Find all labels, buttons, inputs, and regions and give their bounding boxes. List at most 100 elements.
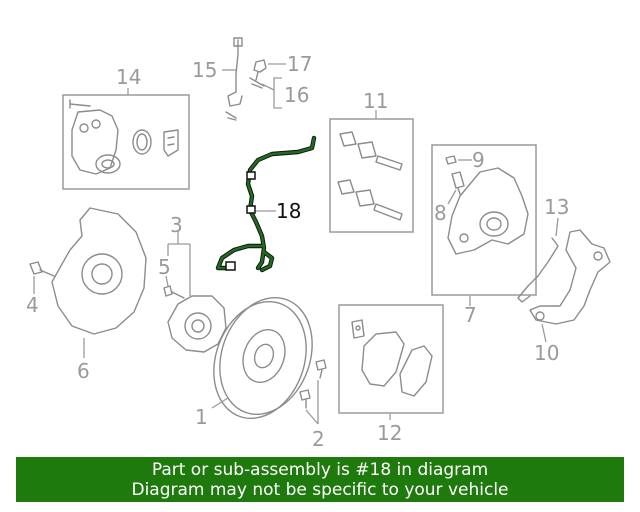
part-11-boot-b xyxy=(337,179,355,195)
callout-16[interactable]: 16 xyxy=(284,83,309,107)
part-15-hose-group[interactable] xyxy=(225,37,243,121)
callout-13[interactable]: 13 xyxy=(544,195,569,219)
leader-13 xyxy=(555,217,559,237)
callout-7[interactable]: 7 xyxy=(464,303,477,327)
part-12-pad-a xyxy=(361,331,405,387)
callout-6[interactable]: 6 xyxy=(77,359,90,383)
part-10-bracket[interactable] xyxy=(529,229,611,325)
banner-line-1: Part or sub-assembly is #18 in diagram xyxy=(151,460,489,480)
callouts: 14 15 17 16 11 18 9 8 13 3 5 4 6 7 10 1 … xyxy=(26,52,569,451)
part-4-bolt[interactable] xyxy=(29,261,55,277)
part-18-connector xyxy=(225,261,236,271)
part-14-seal-ring xyxy=(132,129,152,155)
leader-10 xyxy=(541,323,547,343)
part-1-rotor-bore xyxy=(253,343,275,369)
leader-1 xyxy=(211,397,229,409)
part-3-hub-inner xyxy=(191,319,205,333)
part-11-boot-a xyxy=(339,131,357,147)
part-9-dust-cap[interactable] xyxy=(445,155,457,165)
part-11-box xyxy=(329,118,414,233)
leader-16 xyxy=(261,77,282,109)
part-14-bolt-hole-a xyxy=(79,123,89,133)
part-4-bolt-body xyxy=(29,261,55,277)
callout-5[interactable]: 5 xyxy=(158,255,171,279)
part-7-mount-hole xyxy=(459,233,469,243)
part-7-bore xyxy=(479,211,509,237)
part-2-screw-a xyxy=(315,359,327,379)
leader-lines xyxy=(33,63,559,425)
callout-8[interactable]: 8 xyxy=(434,201,447,225)
part-13-spring-wire xyxy=(517,237,559,303)
part-7-box xyxy=(431,144,537,296)
callout-10[interactable]: 10 xyxy=(534,341,559,365)
part-14-piston xyxy=(95,154,121,174)
callout-18[interactable]: 18 xyxy=(276,199,301,223)
callout-17[interactable]: 17 xyxy=(287,52,312,76)
callout-9[interactable]: 9 xyxy=(472,148,485,172)
part-11-pin-a xyxy=(375,155,403,171)
part-9-cap-body xyxy=(445,155,457,165)
part-8-bleeder-body xyxy=(451,171,465,195)
callout-14[interactable]: 14 xyxy=(116,65,141,89)
part-18-speed-sensor[interactable] xyxy=(215,135,317,273)
part-16-bolt-body xyxy=(249,77,265,89)
part-6-shield-center xyxy=(81,253,123,295)
part-15-fitting xyxy=(233,37,243,47)
parts-diagram: 14 15 17 16 11 18 9 8 13 3 5 4 6 7 10 1 … xyxy=(26,37,611,451)
leader-3 xyxy=(167,230,191,296)
part-12-shim-hole xyxy=(355,325,361,331)
banner-line-2: Diagram may not be specific to your vehi… xyxy=(131,480,509,500)
part-7-bore-inner xyxy=(486,217,502,231)
callout-4[interactable]: 4 xyxy=(26,293,39,317)
part-11-sleeve-a xyxy=(357,141,377,159)
part-14-piston-inner xyxy=(101,159,115,169)
part-14-caliper-group[interactable] xyxy=(62,94,190,190)
part-14-clip xyxy=(163,129,179,157)
part-11-pin-b xyxy=(373,203,403,221)
leader-2 xyxy=(305,380,319,425)
part-10-hole-b xyxy=(535,311,545,321)
part-18-clip-b xyxy=(246,205,256,214)
part-7-caliper-group[interactable] xyxy=(431,144,537,296)
part-13-spring[interactable] xyxy=(517,237,559,303)
notice-banner: Part or sub-assembly is #18 in diagram D… xyxy=(16,457,624,502)
part-12-box xyxy=(338,304,444,414)
part-14-seal-ring-inner xyxy=(136,133,148,151)
part-2-screw-b xyxy=(299,389,311,409)
callout-3[interactable]: 3 xyxy=(170,213,183,237)
part-6-shield-outer xyxy=(51,207,147,335)
part-16-bolt[interactable] xyxy=(249,77,265,89)
part-1-rotor-hat xyxy=(242,329,286,383)
part-5-bolt-body xyxy=(163,285,185,299)
part-17-bleeder[interactable] xyxy=(253,59,267,81)
part-5-bolt[interactable] xyxy=(163,285,185,299)
part-2-screws[interactable] xyxy=(299,359,327,409)
leader-8 xyxy=(447,189,457,205)
part-1-rotor[interactable] xyxy=(198,285,328,432)
part-12-pad-b xyxy=(399,345,433,397)
callout-12[interactable]: 12 xyxy=(377,421,402,445)
part-10-bracket-body xyxy=(529,229,611,325)
part-3-hub-flange xyxy=(167,295,227,353)
part-3-hub[interactable] xyxy=(167,295,227,353)
callout-11[interactable]: 11 xyxy=(363,89,388,113)
part-1-rotor-edge xyxy=(219,296,313,416)
part-12-shim xyxy=(351,319,365,339)
callout-15[interactable]: 15 xyxy=(192,58,217,82)
part-18-clip-a xyxy=(246,171,256,180)
callout-2[interactable]: 2 xyxy=(312,427,325,451)
part-18-cable xyxy=(216,136,316,272)
part-6-shield-hub xyxy=(91,263,113,285)
part-15-hose xyxy=(227,39,243,107)
part-6-dust-shield[interactable] xyxy=(51,207,147,335)
part-8-bleeder[interactable] xyxy=(451,171,465,195)
part-14-bleeder-bolt xyxy=(69,99,91,109)
part-12-brake-pads-group[interactable] xyxy=(338,304,444,414)
part-10-hole-a xyxy=(593,251,603,261)
part-1-rotor-outer xyxy=(213,300,307,420)
part-11-guide-pin-group[interactable] xyxy=(329,118,414,233)
part-17-screw-body xyxy=(253,59,267,81)
callout-1[interactable]: 1 xyxy=(195,405,208,429)
part-14-box xyxy=(62,94,190,190)
part-7-caliper-body xyxy=(447,167,529,255)
